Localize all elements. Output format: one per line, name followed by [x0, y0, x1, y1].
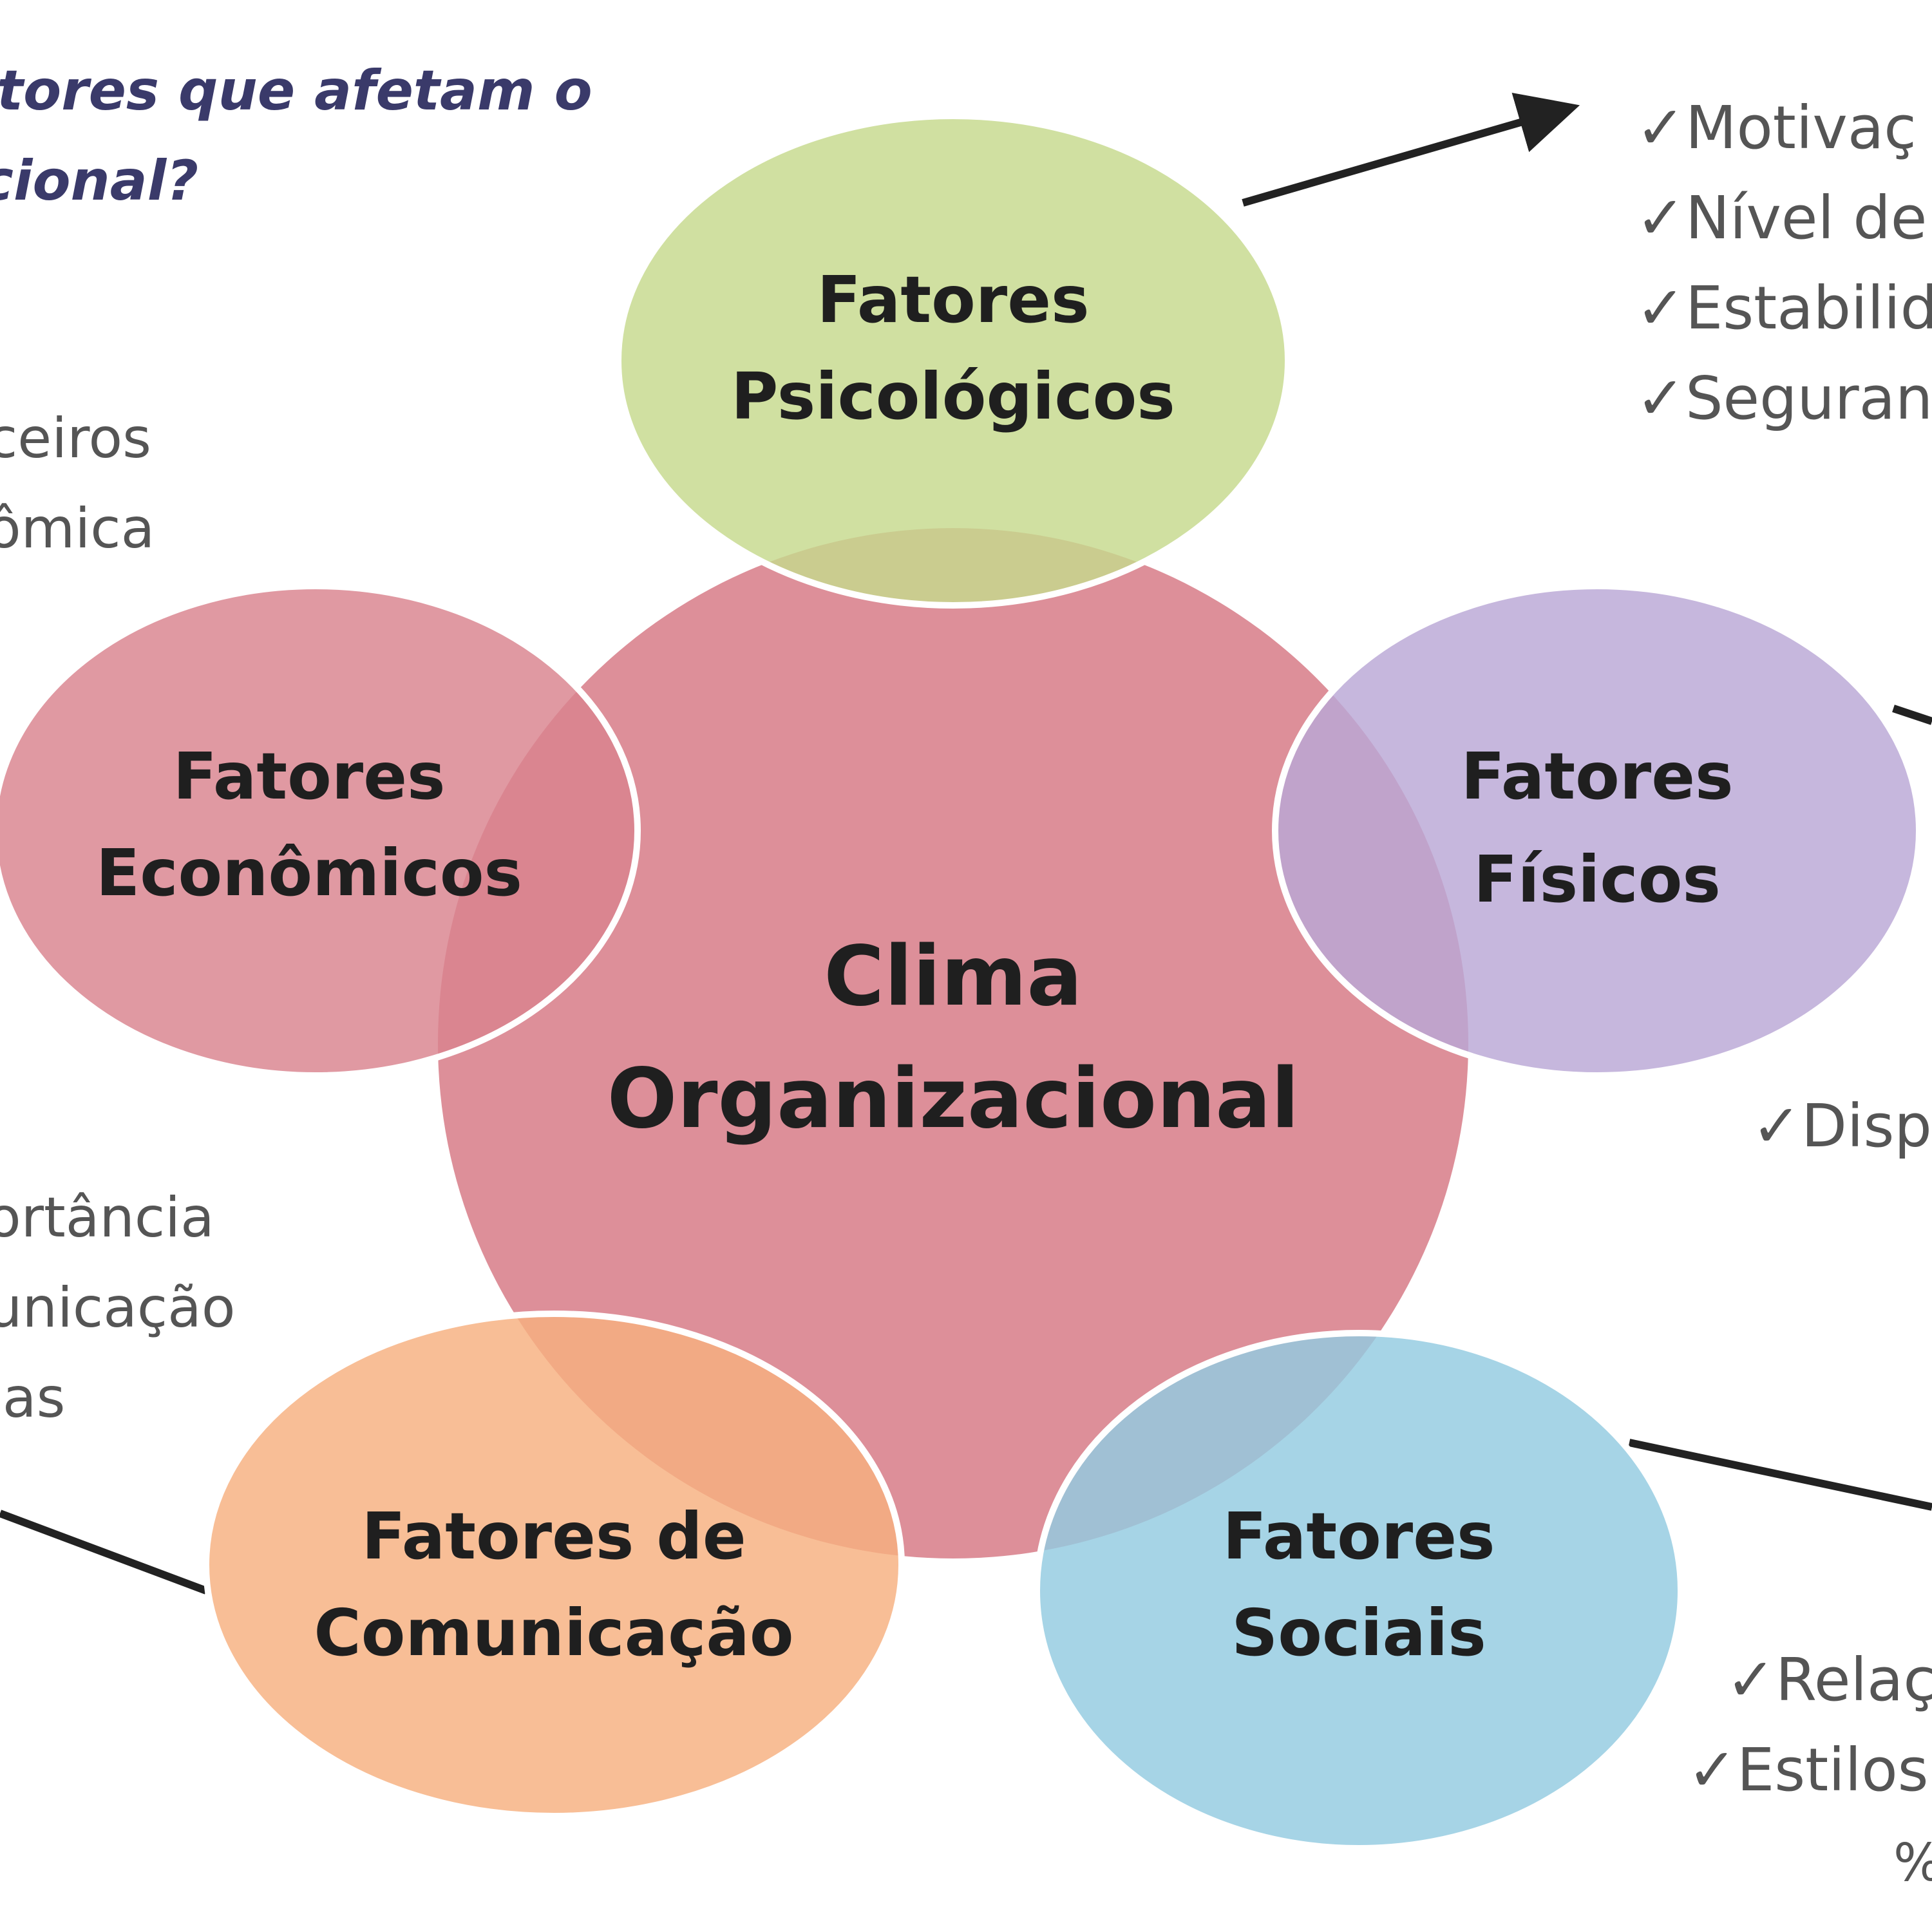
- right-low-item-1: ✓Relaç: [1726, 1645, 1932, 1714]
- fisicos-label-line-1: Fatores: [1461, 739, 1733, 814]
- right-top-item-1: ✓Motivaç: [1636, 93, 1917, 162]
- left-low-item-1: ortância: [0, 1186, 214, 1250]
- psicologicos-label-line-1: Fatores: [817, 262, 1089, 337]
- fisicos-label-line-2: Físicos: [1473, 842, 1721, 917]
- right-low-item-3: %: [1893, 1833, 1932, 1893]
- left-low-item-3: ias: [0, 1366, 65, 1430]
- bubble-psicologicos: [615, 113, 1291, 609]
- connector-fisicos: [1892, 705, 1932, 725]
- sociais-label-line-1: Fatores: [1222, 1499, 1495, 1574]
- connector-sociais: [1628, 1439, 1932, 1511]
- connector-comunicacao: [0, 1510, 208, 1595]
- bubble-sociais: [1034, 1330, 1684, 1852]
- economicos-label-line-1: Fatores: [173, 739, 445, 814]
- right-top-item-3: ✓Estabilid: [1636, 274, 1932, 343]
- question-line-2: cional?: [0, 149, 198, 213]
- left-mid-item-1: ceiros: [0, 406, 151, 471]
- left-mid-item-2: ômica: [0, 497, 155, 561]
- left-low-item-2: unicação: [0, 1276, 236, 1340]
- bubble-economicos: [0, 583, 641, 1079]
- right-mid-item-1: ✓Disp: [1752, 1092, 1932, 1160]
- economicos-label-line-2: Econômicos: [96, 835, 522, 911]
- arrow-psicologicos: [1242, 92, 1580, 207]
- center-circle: [438, 528, 1468, 1558]
- comunicacao-label-line-2: Comunicação: [314, 1595, 793, 1671]
- psicologicos-label-line-2: Psicológicos: [731, 359, 1175, 434]
- question-line-1: tores que afetam o: [0, 59, 592, 123]
- bubble-comunicacao: [203, 1311, 905, 1819]
- bubble-fisicos: [1272, 583, 1922, 1079]
- right-low-item-2: ✓Estilos: [1687, 1736, 1929, 1804]
- center-label-line-1: Clima: [824, 929, 1082, 1025]
- comunicacao-label-line-1: Fatores de: [361, 1499, 746, 1574]
- right-top-item-2: ✓Nível de: [1636, 184, 1927, 252]
- sociais-label-line-2: Sociais: [1231, 1595, 1486, 1671]
- right-top-item-4: ✓Seguranç: [1636, 364, 1932, 433]
- center-label-line-2: Organizacional: [607, 1051, 1300, 1147]
